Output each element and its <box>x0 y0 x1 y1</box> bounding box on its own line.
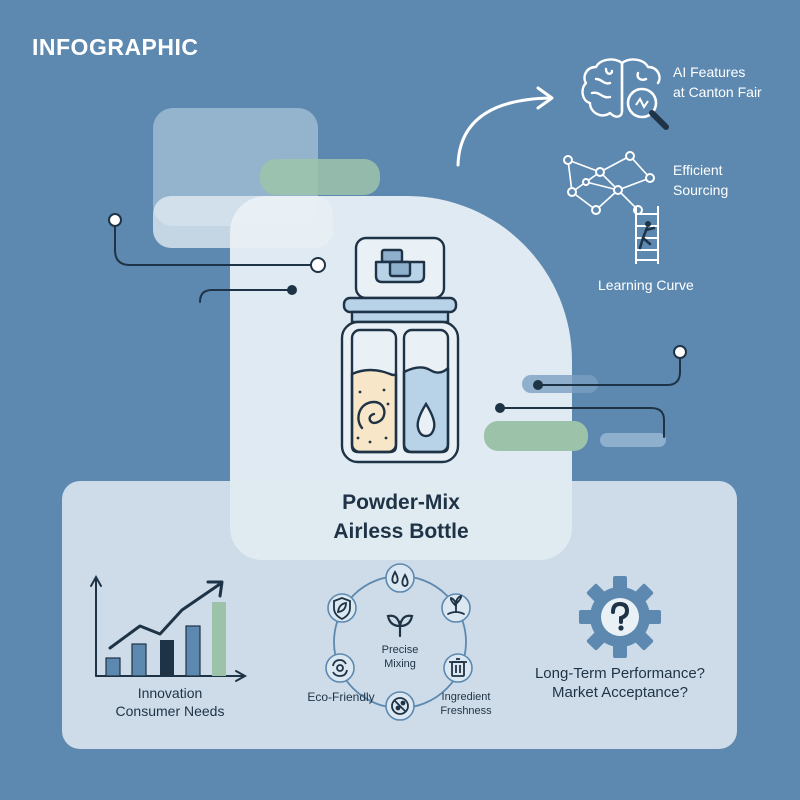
connector-line <box>114 221 313 266</box>
gear-question-icon <box>579 576 661 658</box>
growth-bar-chart-icon <box>90 574 248 682</box>
decorative-green-bar <box>260 159 380 195</box>
questions-label: Long-Term Performance? Market Acceptance… <box>515 664 725 702</box>
recycle-icon <box>332 659 348 677</box>
connector-node <box>673 345 687 359</box>
product-title-line2: Airless Bottle <box>333 520 469 543</box>
freshness-line2: Freshness <box>440 705 492 717</box>
plant-hand-icon <box>447 594 465 615</box>
curved-arrow-icon <box>456 86 554 167</box>
connector-line <box>499 407 665 438</box>
questions-line2: Market Acceptance? <box>552 684 688 701</box>
learning-curve-label: Learning Curve <box>598 277 694 293</box>
water-drop-icon <box>391 570 409 587</box>
sourcing-line2: Sourcing <box>673 182 729 198</box>
freshness-label: Ingredient Freshness <box>424 690 508 718</box>
benefit-center-label: Precise Mixing <box>360 643 440 671</box>
connector-dot <box>495 403 505 413</box>
product-title-line1: Powder-Mix <box>342 491 460 514</box>
connector-line <box>199 289 293 303</box>
trend-caption-line1: Innovation <box>137 685 203 701</box>
brain-magnifier-icon <box>581 58 669 130</box>
ai-features-line1: AI Features <box>673 64 746 80</box>
sprout-icon <box>386 614 414 638</box>
decorative-blue-bar <box>600 433 666 447</box>
sourcing-line1: Efficient <box>673 162 723 178</box>
trash-can-icon <box>449 658 467 677</box>
questions-line1: Long-Term Performance? <box>534 665 706 682</box>
eco-friendly-label: Eco-Friendly <box>307 690 375 704</box>
benefit-center-line2: Mixing <box>384 658 416 670</box>
shield-leaf-icon <box>333 597 351 621</box>
freshness-line1: Ingredient <box>441 691 491 703</box>
ai-features-label: AI Features at Canton Fair <box>673 62 762 102</box>
trend-caption-line2: Consumer Needs <box>115 703 225 719</box>
connector-dot <box>533 380 543 390</box>
benefit-center-line1: Precise <box>381 644 419 656</box>
decorative-green-bar <box>484 421 588 451</box>
sourcing-label: Efficient Sourcing <box>673 160 728 200</box>
no-bacteria-icon <box>391 697 409 715</box>
ladder-climber-icon <box>635 206 659 264</box>
connector-dot <box>287 285 297 295</box>
airless-bottle-icon <box>340 236 460 464</box>
product-title: Powder-Mix Airless Bottle <box>230 488 572 546</box>
connector-line <box>537 353 681 386</box>
trend-caption: Innovation Consumer Needs <box>100 684 240 720</box>
benefits-cycle <box>325 563 473 721</box>
ai-features-line2: at Canton Fair <box>673 84 762 100</box>
page-title: INFOGRAPHIC <box>32 34 199 60</box>
connector-node <box>310 257 326 273</box>
connector-node <box>108 213 122 227</box>
